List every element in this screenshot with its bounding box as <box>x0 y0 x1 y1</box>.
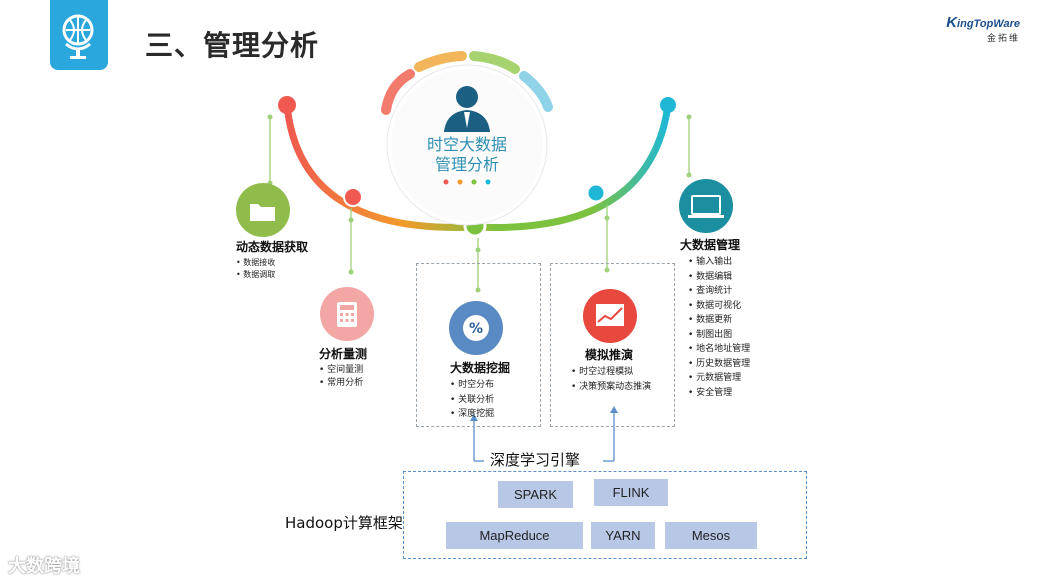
arc-segment-orange <box>414 51 467 72</box>
folder-icon <box>236 183 290 237</box>
module-title: 大数据挖掘 <box>450 361 511 375</box>
list-item: 时空过程模拟 <box>571 365 651 380</box>
page-title: 三、管理分析 <box>145 29 320 62</box>
list-item: 输入输出 <box>688 255 750 270</box>
list-item: 查询统计 <box>688 284 750 299</box>
list-item: 关联分析 <box>450 393 510 408</box>
arc-segment-cyan <box>519 71 553 112</box>
globe-icon <box>50 0 108 70</box>
module-measurement: 分析量测 空间量测 常用分析 <box>319 345 367 390</box>
module-simulation: 模拟推演 时空过程模拟 决策预案动态推演 <box>571 346 651 394</box>
list-item: 时空分布 <box>450 378 510 393</box>
node-dot-measurement <box>343 187 363 207</box>
person-icon <box>444 86 490 132</box>
node-dot-left <box>278 96 296 114</box>
tech-flink: FLINK <box>594 479 668 506</box>
company-logo: KingTopWare 金拓维 <box>946 14 1020 44</box>
list-item: 数据接收 <box>236 257 308 269</box>
tech-mapreduce: MapReduce <box>446 522 583 549</box>
calculator-icon <box>320 287 374 341</box>
module-mining: 大数据挖掘 时空分布 关联分析 深度挖掘 <box>450 359 510 422</box>
watermark: 大数跨境 <box>8 556 80 577</box>
node-dot-right <box>660 97 676 113</box>
svg-text:%: % <box>469 321 483 337</box>
tech-spark: SPARK <box>498 481 573 508</box>
arc-segment-green <box>469 51 520 74</box>
module-management: 大数据管理 输入输出 数据编辑 查询统计 数据可视化 数据更新 制图出图 地名地… <box>680 236 750 400</box>
list-item: 安全管理 <box>688 386 750 401</box>
hadoop-box <box>403 471 807 559</box>
list-item: 地名地址管理 <box>688 342 750 357</box>
hadoop-label: Hadoop计算框架 <box>285 514 403 532</box>
module-title: 分析量测 <box>319 347 368 361</box>
list-item: 常用分析 <box>319 377 367 390</box>
simulation-box <box>550 263 675 427</box>
arc-segment-red <box>381 69 415 115</box>
tech-yarn: YARN <box>591 522 655 549</box>
center-circle-inner <box>391 69 543 221</box>
list-item: 决策预案动态推演 <box>571 380 651 395</box>
node-dot-simulation <box>585 182 607 204</box>
chart-icon <box>583 289 637 343</box>
center-title: 时空大数据 管理分析 <box>426 135 507 174</box>
module-acquisition: 动态数据获取 数据接收 数据调取 <box>236 238 308 281</box>
monitor-icon <box>679 179 733 233</box>
list-item: 元数据管理 <box>688 371 750 386</box>
module-title: 模拟推演 <box>585 348 634 362</box>
percent-icon: % <box>449 301 503 355</box>
list-item: 空间量测 <box>319 364 367 377</box>
list-item: 数据更新 <box>688 313 750 328</box>
list-item: 数据调取 <box>236 269 308 281</box>
list-item: 数据可视化 <box>688 299 750 314</box>
deep-learning-label: 深度学习引擎 <box>490 451 581 469</box>
tech-mesos: Mesos <box>665 522 757 549</box>
list-item: 深度挖掘 <box>450 407 510 422</box>
module-title: 大数据管理 <box>680 238 741 252</box>
module-title: 动态数据获取 <box>236 240 309 254</box>
list-item: 历史数据管理 <box>688 357 750 372</box>
mining-box <box>416 263 541 427</box>
list-item: 制图出图 <box>688 328 750 343</box>
list-item: 数据编辑 <box>688 270 750 285</box>
